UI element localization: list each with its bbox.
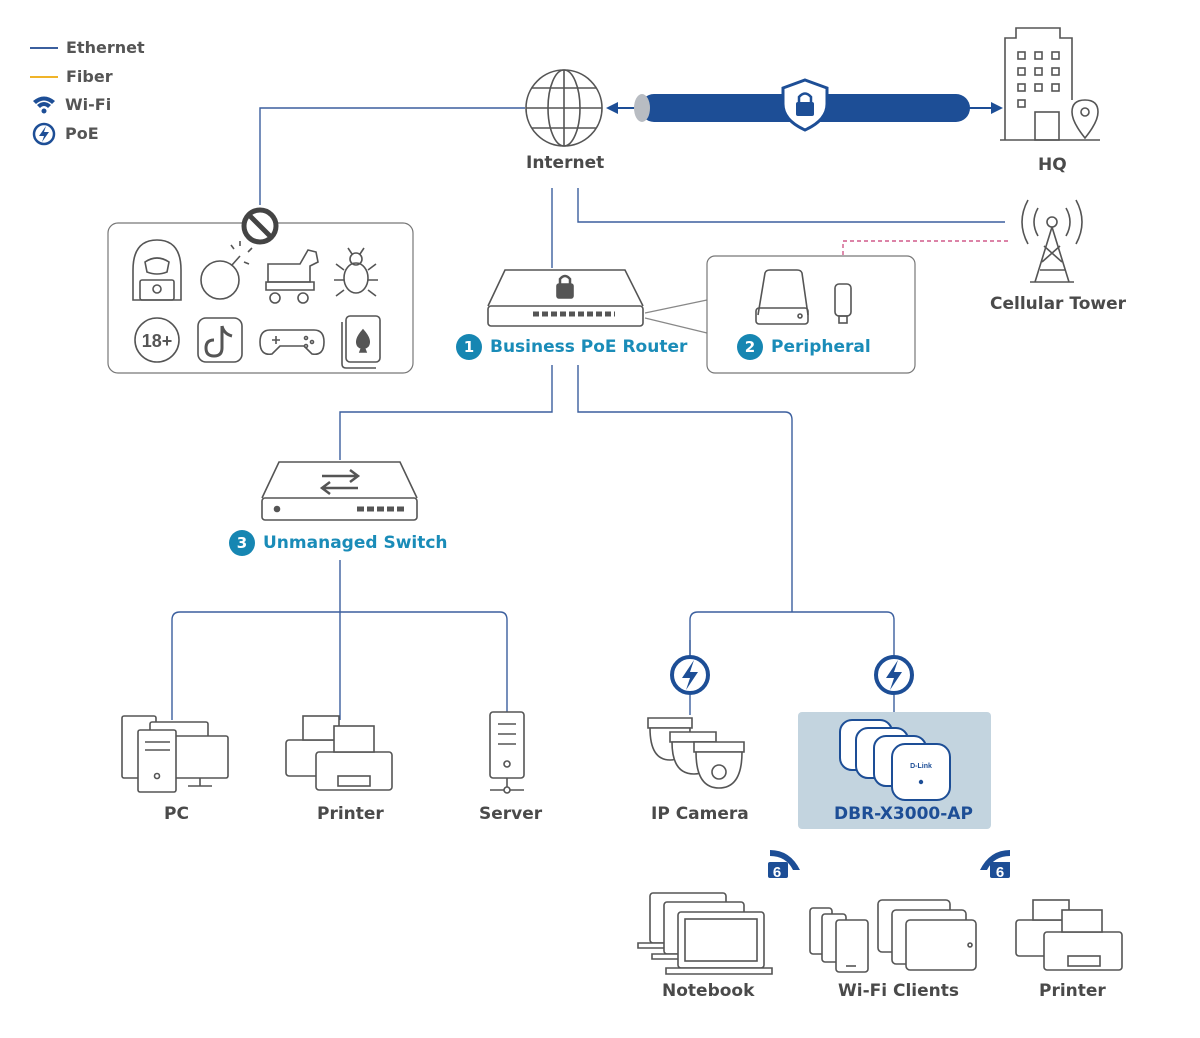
usb-dongle-icon [834,283,852,324]
printer2-label: Printer [1039,981,1106,1001]
pc-label: PC [164,804,189,824]
ip-camera-label: IP Camera [651,804,749,824]
legend-wifi-label: Wi-Fi [65,95,112,114]
tiktok-icon [197,317,243,363]
vpn-tunnel [606,78,1003,132]
peripheral-number-badge: 2 [737,334,763,360]
access-point-icon [839,719,951,801]
peripheral-label-text: Peripheral [771,337,871,357]
legend-wifi-icon [33,96,55,114]
router-number-badge: 1 [456,334,482,360]
lock-icon [796,102,814,116]
poe-icon [670,655,710,695]
router-label-text: Business PoE Router [490,337,688,357]
peripheral-callout [644,299,708,334]
notebook-label: Notebook [662,981,755,1001]
adult-content-icon [134,317,180,363]
wifi-clients-label: Wi-Fi Clients [838,981,960,1001]
peripheral-label: 2 Peripheral [737,334,871,360]
ip-camera-icon [647,717,745,789]
hq-label: HQ [1038,155,1067,175]
gambling-cards-icon [341,315,381,369]
printer-icon [285,715,393,791]
hard-drive-icon [755,269,809,325]
notebook-icon [637,892,773,975]
server-icon [489,711,525,794]
block-icon [241,207,279,245]
legend-ethernet: Ethernet [30,38,145,57]
router-icon [487,269,644,327]
switch-number-badge: 3 [229,530,255,556]
tower-icon [1021,199,1083,283]
building-icon [1000,27,1100,141]
fiber-swatch [30,75,58,78]
wifi6-number: 6 [773,864,781,881]
adult-age-label: 18+ [142,331,173,351]
printer-icon [1015,899,1123,971]
switch-label-text: Unmanaged Switch [263,533,448,553]
hacker-icon [132,239,182,301]
ap-brand-logo: D-Link [910,763,932,770]
legend-poe: PoE [65,124,99,143]
cellular-tower-label: Cellular Tower [990,294,1126,314]
pc-icon [121,715,229,793]
legend-poe-label: PoE [65,124,99,143]
printer-label: Printer [317,804,384,824]
poe-icon [874,655,914,695]
legend-wifi: Wi-Fi [65,95,111,114]
legend-ethernet-label: Ethernet [66,38,145,57]
switch-icon [261,461,418,521]
server-label: Server [479,804,543,824]
wifi6-icon [768,850,800,878]
legend-poe-icon [32,122,56,146]
internet-label: Internet [526,153,605,173]
switch-label: 3 Unmanaged Switch [229,530,448,556]
ethernet-links [171,107,1005,720]
wifi6-icon [980,850,1010,878]
router-label: 1 Business PoE Router [456,334,687,360]
legend-fiber: Fiber [30,67,113,86]
bug-icon [334,247,378,297]
game-controller-icon [259,329,325,356]
ethernet-swatch [30,46,58,49]
ap-label: DBR-X3000-AP [834,804,973,824]
legend-fiber-label: Fiber [66,67,113,86]
bomb-icon [200,241,253,300]
trojan-horse-icon [265,249,319,304]
globe-icon [525,69,603,147]
wifi-clients-icon [809,899,977,973]
wifi6-number: 6 [996,864,1004,881]
